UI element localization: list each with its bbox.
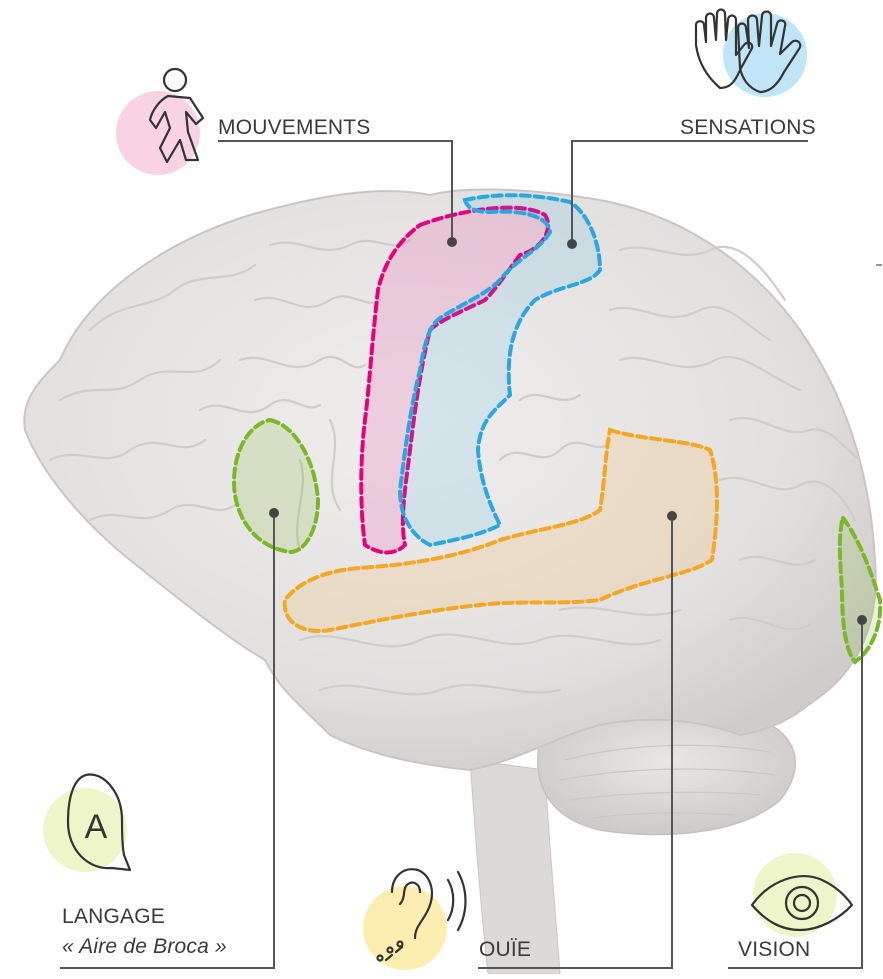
sensations-label: SENSATIONS <box>680 116 816 140</box>
speech-bubble-letter: A <box>85 808 108 846</box>
vision-dot <box>857 615 867 625</box>
langage-sublabel: « Aire de Broca » <box>62 935 227 959</box>
ouie-icon-bubble <box>363 886 447 970</box>
mouvements-label: MOUVEMENTS <box>218 116 371 140</box>
langage-label: LANGAGE <box>62 905 165 929</box>
sensations-dot <box>567 239 577 249</box>
vision-label: VISION <box>738 938 810 962</box>
ouie-label: OUÏE <box>479 938 531 962</box>
langage-dot <box>269 508 279 518</box>
ouie-dot <box>667 511 677 521</box>
mouvements-dot <box>447 237 457 247</box>
